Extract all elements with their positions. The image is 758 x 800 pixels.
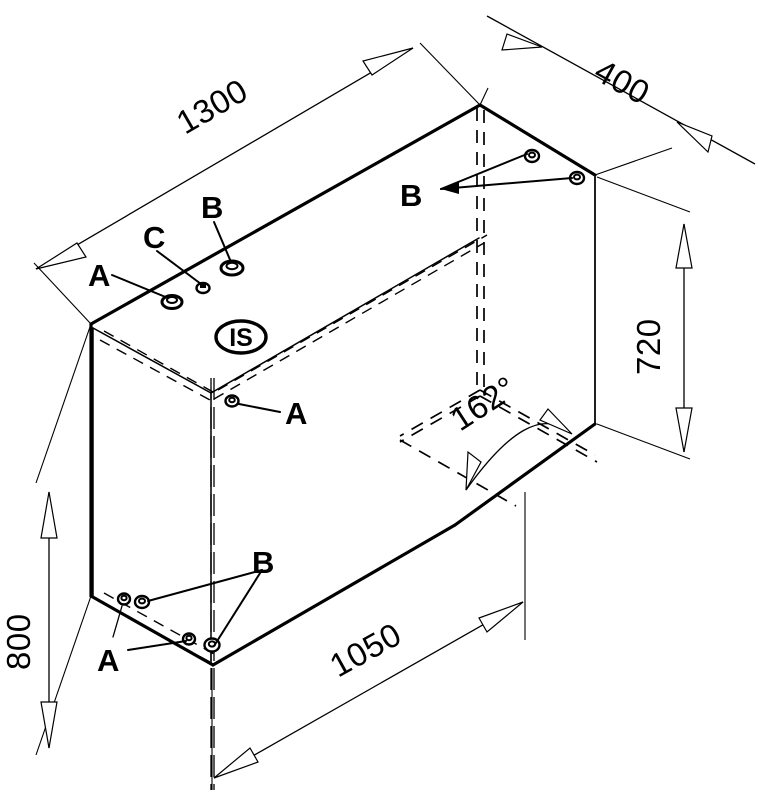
arrow-162-lower bbox=[465, 450, 482, 491]
arrow-162-upper bbox=[539, 408, 573, 435]
arrow-720-bottom bbox=[675, 407, 693, 453]
fitting-ring-inner bbox=[228, 396, 236, 404]
fitting-b-top-right-upper bbox=[523, 148, 541, 164]
leader-c-top-left bbox=[156, 250, 202, 285]
hidden-back-bottom-right bbox=[479, 389, 596, 456]
leader-b-bottom-upper bbox=[147, 569, 263, 602]
callout-label-b-top-right: B bbox=[400, 178, 422, 213]
fitting-a-top-left bbox=[160, 294, 184, 310]
fitting-c-top-left bbox=[195, 281, 211, 295]
hidden-back-bottom-left-b bbox=[399, 395, 481, 443]
edge-top-back-right bbox=[478, 103, 597, 177]
edge-bottom-chamfer bbox=[453, 422, 597, 527]
callout-label-a-top-left: A bbox=[88, 258, 110, 293]
leader-a-bottom-right bbox=[127, 640, 187, 651]
hidden-inner-top-left-a bbox=[103, 330, 214, 393]
fitting-ring-inner bbox=[120, 594, 128, 602]
fitting-ring-inner bbox=[225, 261, 239, 271]
fitting-ring-inner bbox=[528, 151, 536, 159]
dim-line-1300 bbox=[35, 47, 414, 270]
leader-b-top-right-lower bbox=[440, 177, 573, 190]
dim-label-1300: 1300 bbox=[170, 71, 254, 141]
dimension-400: 400 bbox=[479, 15, 756, 176]
fittings-top-left bbox=[160, 259, 245, 310]
fitting-a-mid-left: A bbox=[224, 394, 307, 431]
fitting-ring-inner bbox=[166, 296, 178, 304]
callout-label-b-top-left: B bbox=[201, 190, 223, 225]
edge-bottom-left-front bbox=[89, 594, 215, 667]
fitting-small-core bbox=[200, 283, 206, 288]
arrow-1300-right bbox=[362, 47, 414, 76]
fitting-ring-inner bbox=[138, 597, 146, 605]
dimension-1050: 1050 bbox=[211, 492, 526, 790]
dimension-720: 720 bbox=[596, 176, 693, 460]
ext-line-400-a bbox=[479, 87, 489, 106]
dim-label-400: 400 bbox=[589, 52, 656, 112]
hidden-inner-top-right-a bbox=[217, 234, 488, 391]
leader-b-bottom-lower bbox=[213, 569, 263, 647]
leader-b-top-right-upper bbox=[440, 153, 528, 190]
callout-label-c-top-left: C bbox=[143, 220, 165, 255]
thin-top-left-inner bbox=[92, 327, 212, 394]
edge-top-back-left bbox=[89, 103, 482, 326]
arrow-800-bottom bbox=[40, 701, 58, 749]
arrow-400-right bbox=[676, 121, 713, 154]
dimension-800: 800 bbox=[0, 323, 92, 756]
arrow-1300-left bbox=[35, 242, 87, 270]
logo-label: IS bbox=[229, 324, 253, 352]
product-logo: IS bbox=[214, 319, 268, 355]
leader-a-mid-left bbox=[238, 403, 281, 413]
fittings-top-right: B bbox=[400, 148, 586, 213]
edge-bottom-front-long bbox=[211, 523, 457, 667]
fitting-b-top-right-lower bbox=[568, 170, 586, 186]
leader-a-bottom-left bbox=[112, 605, 123, 638]
dim-label-800: 800 bbox=[0, 613, 37, 670]
tank-visible-edges bbox=[89, 103, 597, 667]
dimension-162-angle: 162° bbox=[444, 369, 573, 491]
hidden-inner-top-left-b bbox=[99, 339, 211, 401]
dim-line-1050 bbox=[213, 601, 524, 779]
ext-line-400-b bbox=[594, 147, 673, 176]
ext-line-800-bottom-seg bbox=[35, 595, 92, 756]
fitting-b-top-left bbox=[219, 259, 245, 277]
arrow-400-left bbox=[501, 33, 543, 51]
ext-line-720-top bbox=[596, 176, 691, 213]
dim-label-720: 720 bbox=[630, 318, 667, 375]
callout-label-a-bottom: A bbox=[97, 643, 119, 678]
fittings-bottom-front: B A bbox=[97, 545, 274, 678]
ext-line-1300-right bbox=[419, 42, 481, 106]
fitting-ring-inner bbox=[185, 634, 193, 642]
hidden-inner-top-right-b bbox=[213, 242, 485, 400]
arrow-720-top bbox=[675, 223, 693, 269]
callout-label-b-bottom: B bbox=[252, 545, 274, 580]
arrow-1050-left bbox=[213, 747, 259, 779]
hidden-back-bottom-right-b bbox=[479, 395, 598, 463]
arrow-1050-right bbox=[478, 601, 524, 633]
arrow-800-top bbox=[40, 491, 58, 539]
dim-label-1050: 1050 bbox=[323, 615, 407, 684]
leader-a-top-left bbox=[111, 274, 169, 299]
fitting-a-bottom-right bbox=[181, 632, 197, 646]
thin-top-right-inner bbox=[210, 237, 480, 394]
fitting-b-bottom-left bbox=[133, 594, 151, 610]
leader-b-top-left bbox=[213, 221, 232, 263]
leader-arrow-b-top-right bbox=[441, 182, 459, 194]
hidden-back-bottom-left bbox=[399, 389, 481, 437]
tank-hidden-edges bbox=[99, 108, 598, 663]
logo-oval bbox=[214, 319, 268, 355]
fitting-a-bottom-left bbox=[116, 592, 132, 606]
ext-line-1300-left bbox=[33, 262, 92, 325]
callout-label-a-mid-left: A bbox=[285, 396, 307, 431]
callouts-top-left: A C B bbox=[88, 190, 232, 299]
ext-line-800-top-seg bbox=[35, 323, 92, 484]
ext-line-720-bottom bbox=[596, 423, 691, 460]
fitting-ring-inner bbox=[573, 173, 581, 181]
